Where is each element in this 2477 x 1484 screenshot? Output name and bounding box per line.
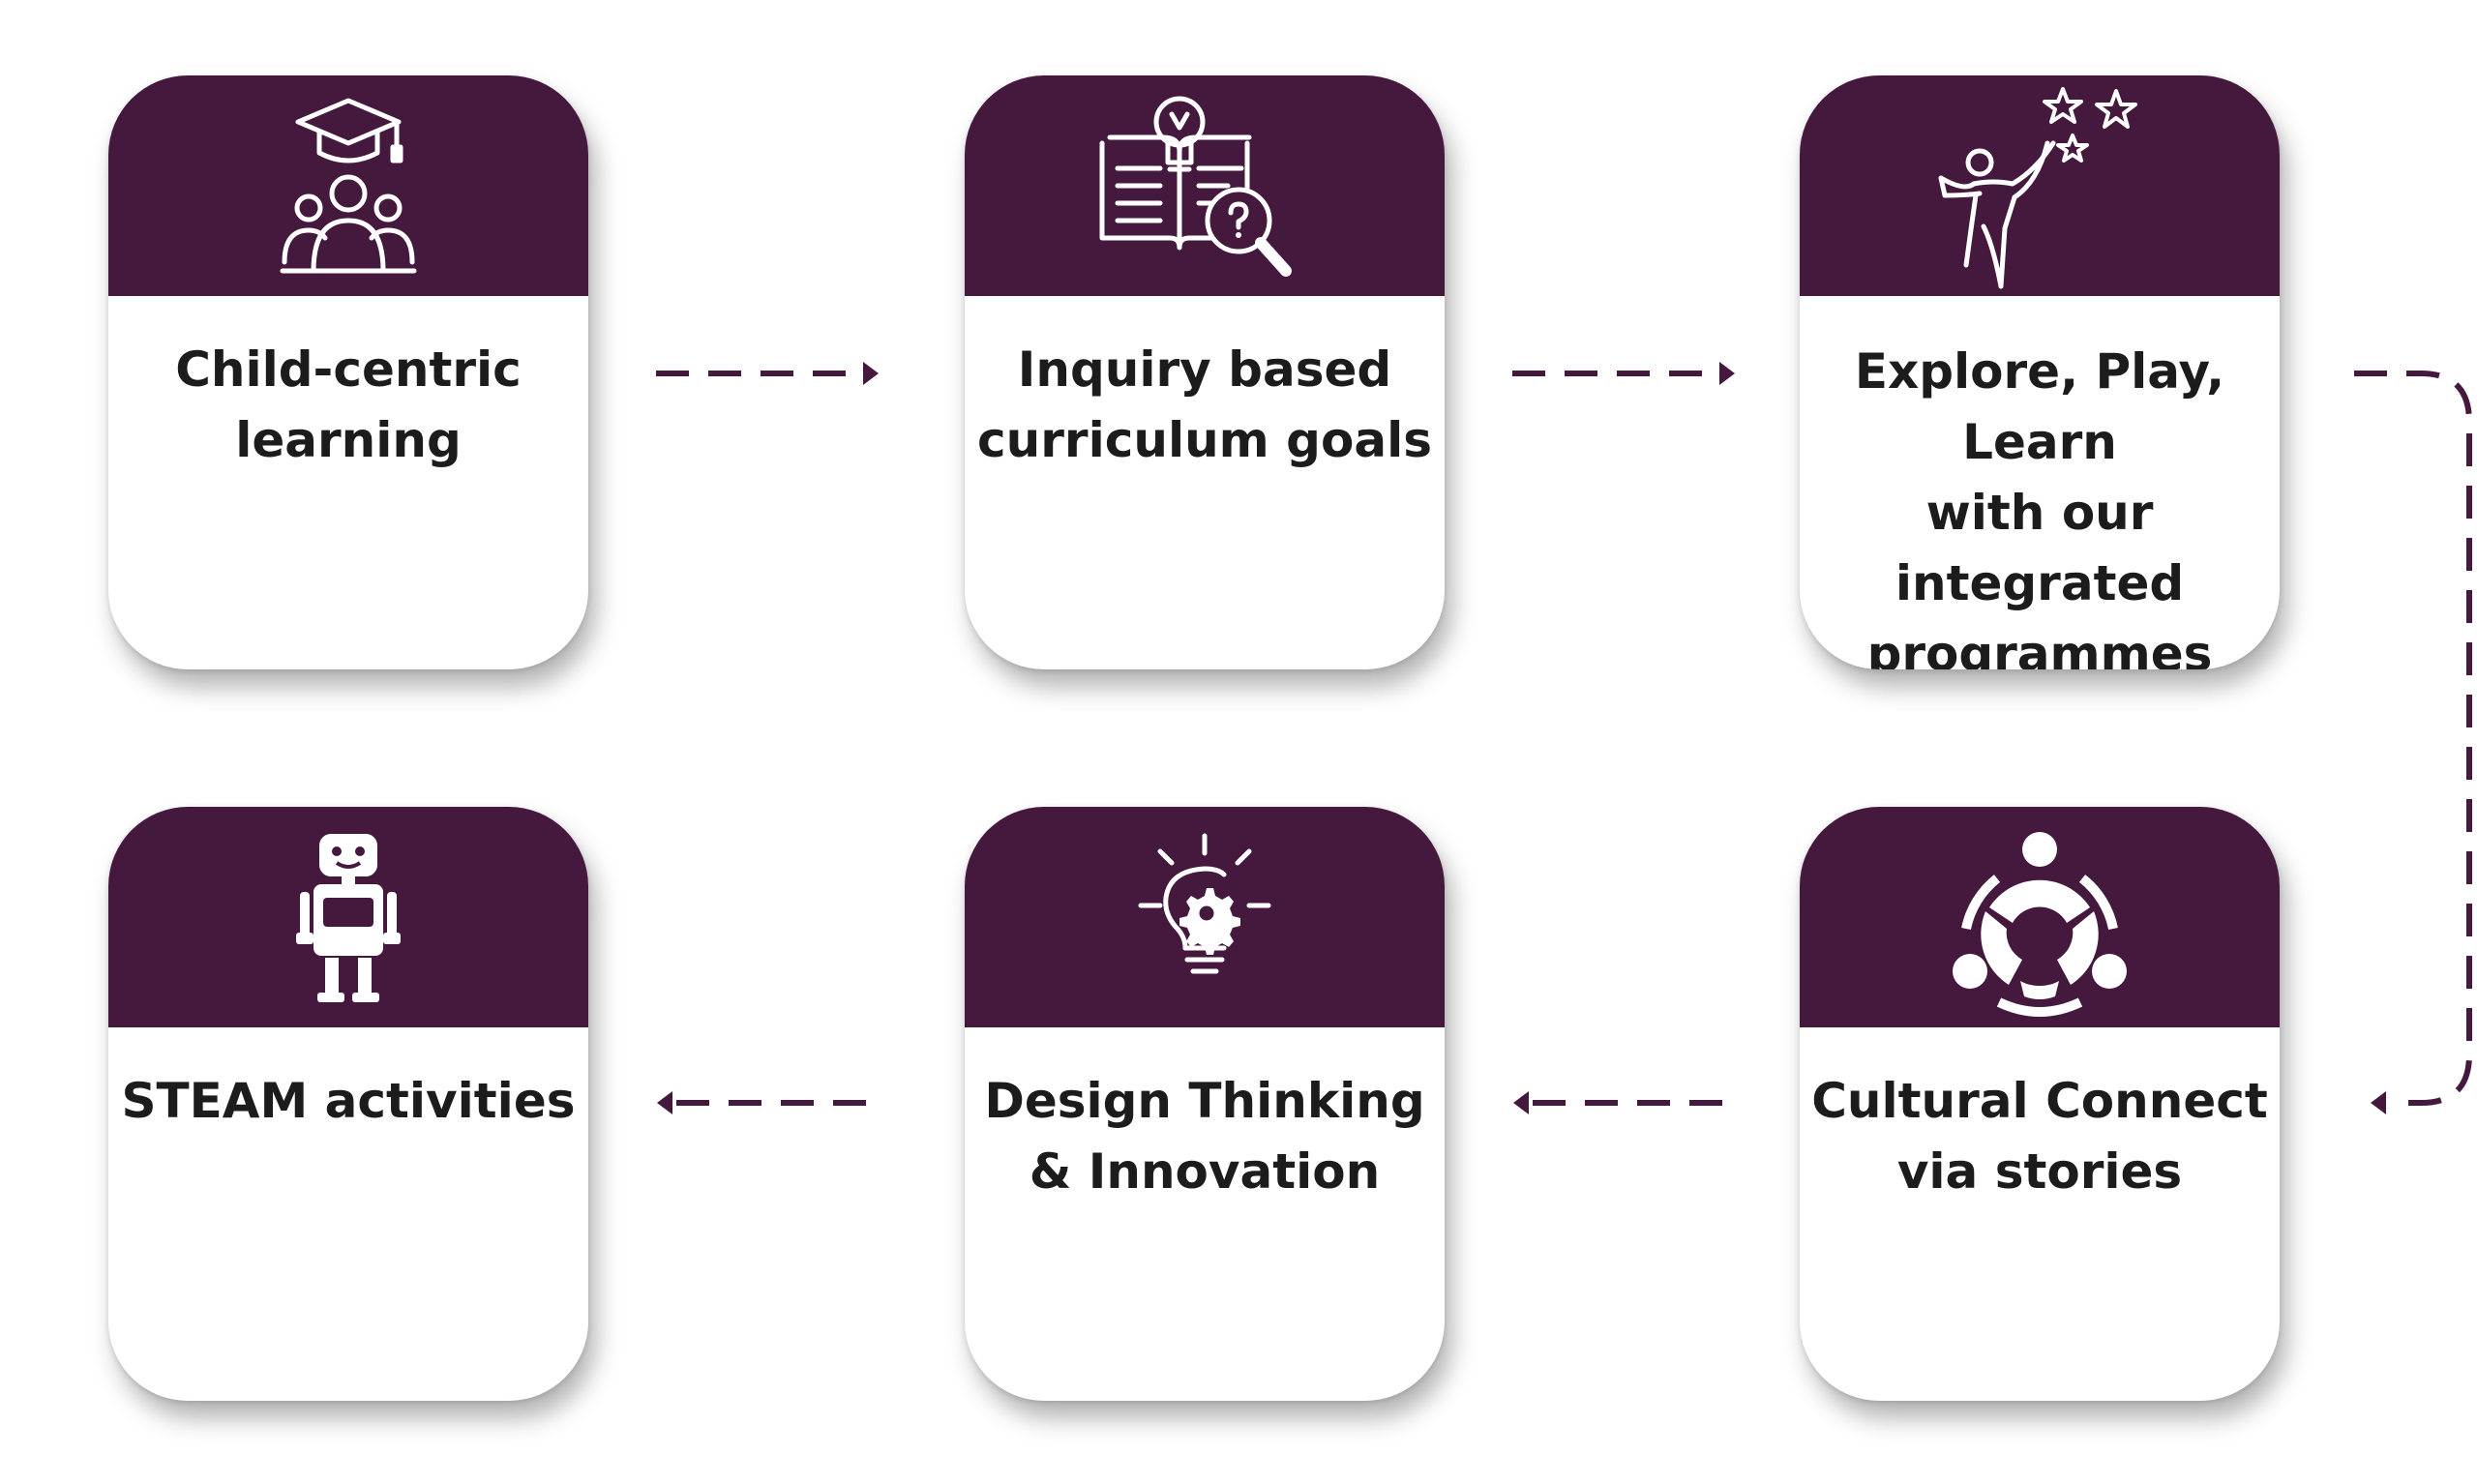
step-label: Cultural Connect via stories [1811, 1073, 2268, 1200]
step-card-inquiry-based: Inquiry based curriculum goals [965, 75, 1445, 669]
card-header [1800, 75, 2280, 296]
step-card-cultural-connect: Cultural Connect via stories [1800, 807, 2280, 1401]
graduation-students-icon [280, 98, 417, 274]
step-card-steam-activities: STEAM activities [108, 807, 588, 1401]
step-card-child-centric: Child-centric learning [108, 75, 588, 669]
step-label: STEAM activities [121, 1073, 576, 1129]
robot-icon [296, 834, 401, 1002]
step-label: Explore, Play, Learn with our integrated… [1854, 343, 2225, 669]
step-label: Inquiry based curriculum goals [977, 341, 1432, 468]
step-card-design-thinking: Design Thinking & Innovation [965, 807, 1445, 1401]
step-card-explore-play-learn: Explore, Play, Learn with our integrated… [1800, 75, 2280, 669]
book-bulb-magnifier-icon [1099, 96, 1292, 277]
step-label: Child-centric learning [175, 341, 522, 468]
bulb-gear-icon [1138, 833, 1271, 974]
card-header [1800, 807, 2280, 1027]
card-header [108, 807, 588, 1027]
card-header [965, 807, 1445, 1027]
card-header [108, 75, 588, 296]
arrow-step3-to-step4 [2354, 371, 2472, 1106]
person-reaching-stars-icon [1938, 87, 2137, 289]
step-label: Design Thinking & Innovation [984, 1073, 1425, 1200]
card-header [965, 75, 1445, 296]
community-circle-icon [1953, 832, 2127, 1017]
